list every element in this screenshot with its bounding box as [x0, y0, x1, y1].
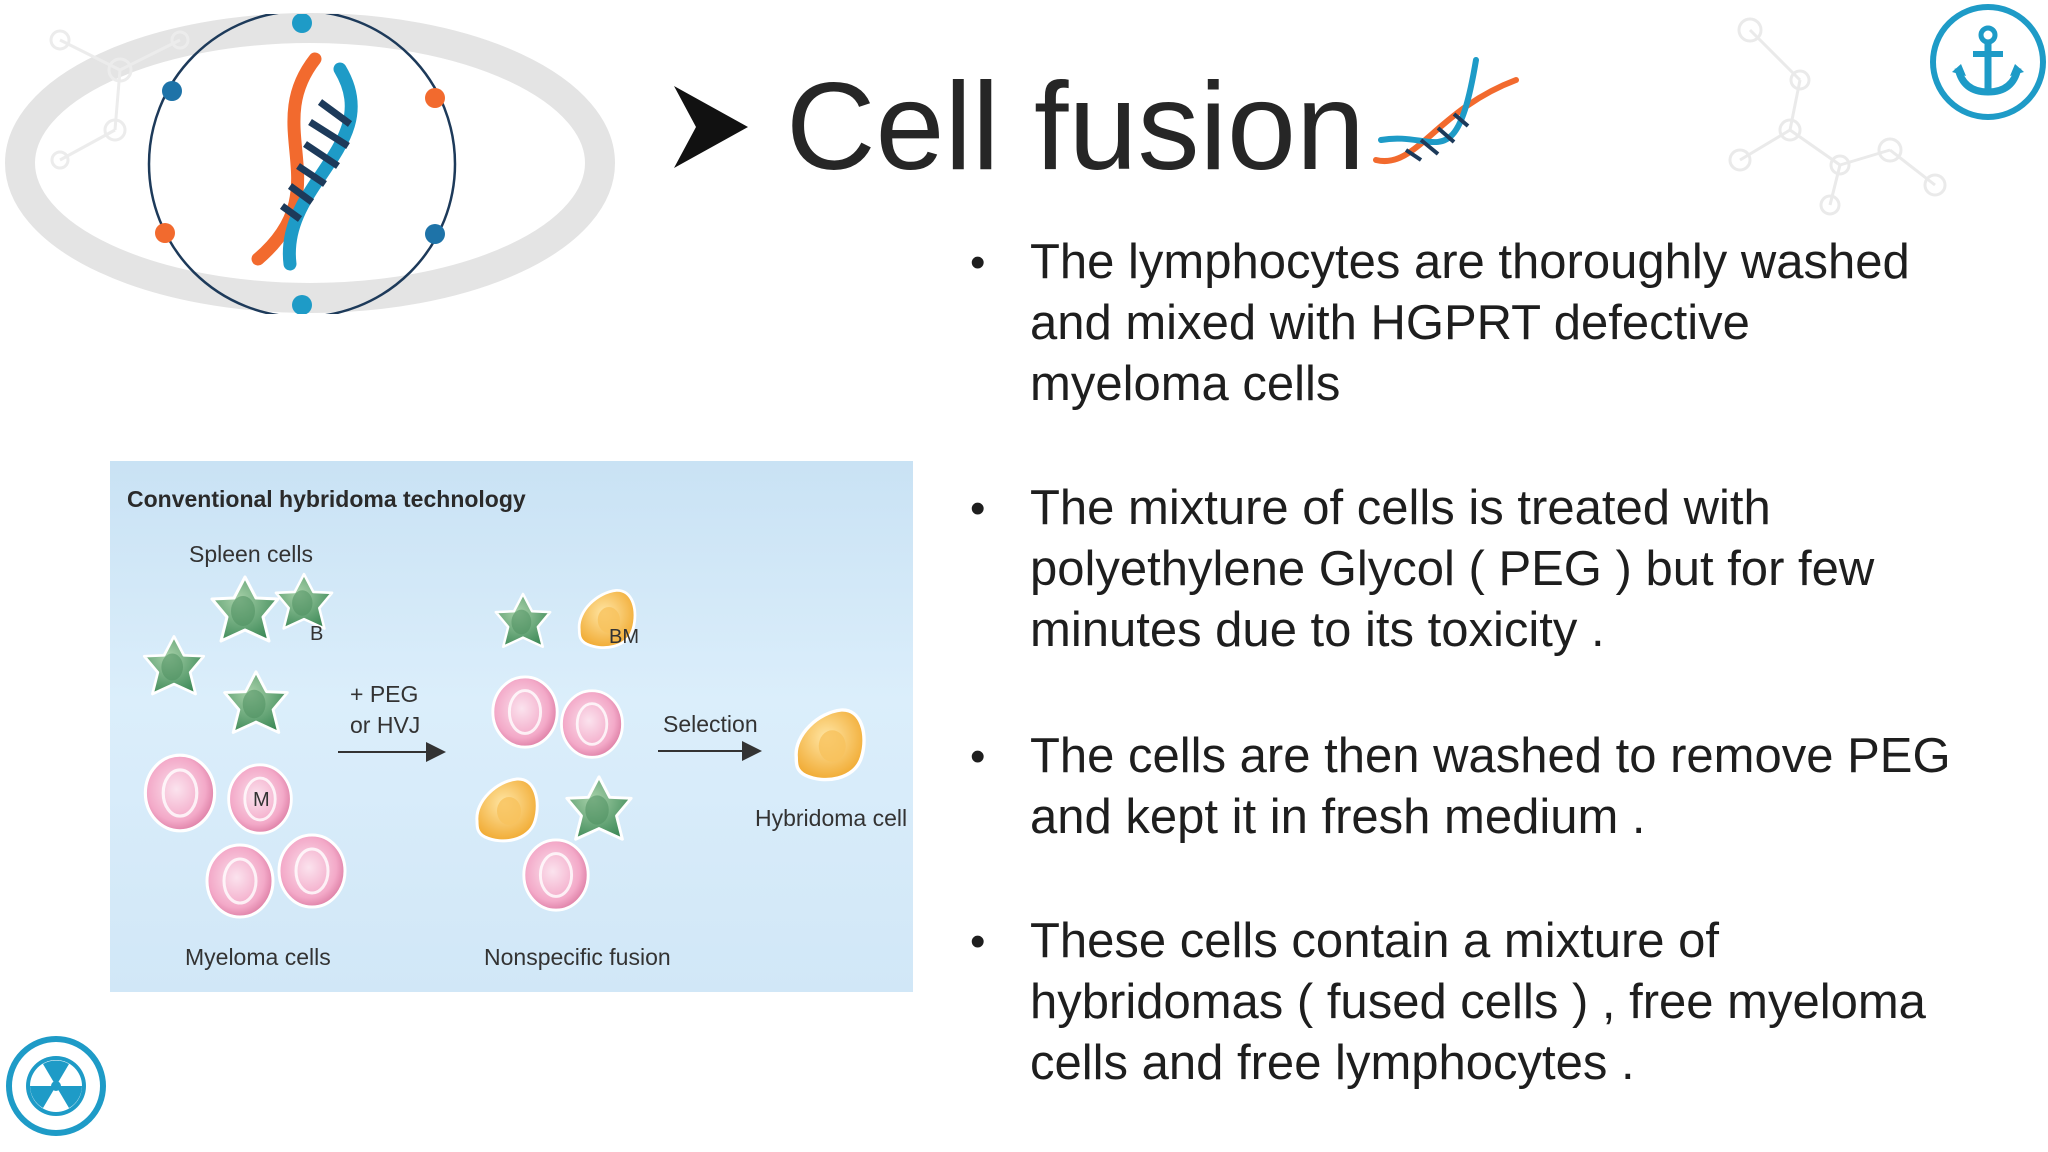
orbit-dot: [425, 224, 445, 244]
spleen-cells-label: Spleen cells: [189, 541, 314, 567]
molecule-pattern-left: [49, 29, 190, 170]
hybridoma-cell-label: Hybridoma cell: [755, 805, 908, 831]
logo-orbit: [147, 14, 457, 314]
dna-strand-blue: [282, 62, 358, 271]
peg-label: + PEG: [350, 681, 419, 707]
orbit-dot: [292, 295, 312, 314]
spleen-cell: [274, 572, 334, 630]
spleen-cell: [494, 592, 552, 648]
dna-strand-orange: [251, 52, 322, 266]
selection-label: Selection: [663, 711, 758, 737]
bullet-dot: •: [970, 917, 986, 966]
orbit-dot: [425, 88, 445, 108]
b-label: B: [310, 623, 324, 645]
hybrid-cell: [475, 777, 539, 843]
molecule-pattern-right: [1728, 17, 1947, 216]
myeloma-cells-label: Myeloma cells: [185, 944, 331, 970]
arrow-bullet-icon: [674, 86, 748, 168]
m-label: M: [253, 789, 270, 811]
myeloma-cell: [143, 753, 217, 833]
bullet-text: The mixture of cells is treated with pol…: [1030, 481, 1875, 657]
orbit-dot: [155, 223, 175, 243]
spleen-cell: [142, 635, 206, 696]
orbit-dot: [162, 81, 182, 101]
myeloma-cell: [560, 689, 624, 759]
myeloma-cell: [522, 838, 590, 912]
hybridoma-cell: [794, 708, 866, 782]
bm-label: BM: [609, 626, 639, 648]
dna-icon: [1373, 57, 1519, 165]
radiation-icon: [6, 1036, 106, 1136]
myeloma-cell: [277, 833, 347, 909]
hvj-label: or HVJ: [350, 712, 421, 738]
diagram-graphics: [142, 572, 866, 919]
diagram-title: Conventional hybridoma technology: [127, 486, 526, 512]
bullet-dot: •: [970, 732, 986, 781]
dna-rungs: [279, 99, 353, 222]
dna-logo: [147, 14, 457, 314]
bullet-text: These cells contain a mixture of hybrido…: [1030, 914, 1926, 1090]
title-text: Cell fusion: [786, 58, 1365, 196]
anchor-icon: [1930, 4, 2046, 120]
spleen-cell: [223, 670, 289, 734]
spleen-cell: [210, 575, 280, 643]
spleen-cell: [565, 775, 633, 841]
bullet-text: The lymphocytes are thoroughly washed an…: [1030, 235, 1910, 411]
myeloma-cell: [205, 843, 275, 919]
hybridoma-diagram: Conventional hybridoma technology Spleen…: [110, 461, 913, 992]
bullet-dot: •: [970, 238, 986, 287]
slide-title: Cell fusion: [670, 62, 1365, 192]
bullet-text: The cells are then washed to remove PEG …: [1030, 729, 1951, 844]
nonspecific-fusion-label: Nonspecific fusion: [484, 944, 671, 970]
bullet-dot: •: [970, 484, 986, 533]
orbit-dot: [292, 14, 312, 33]
myeloma-cell: [491, 675, 559, 749]
